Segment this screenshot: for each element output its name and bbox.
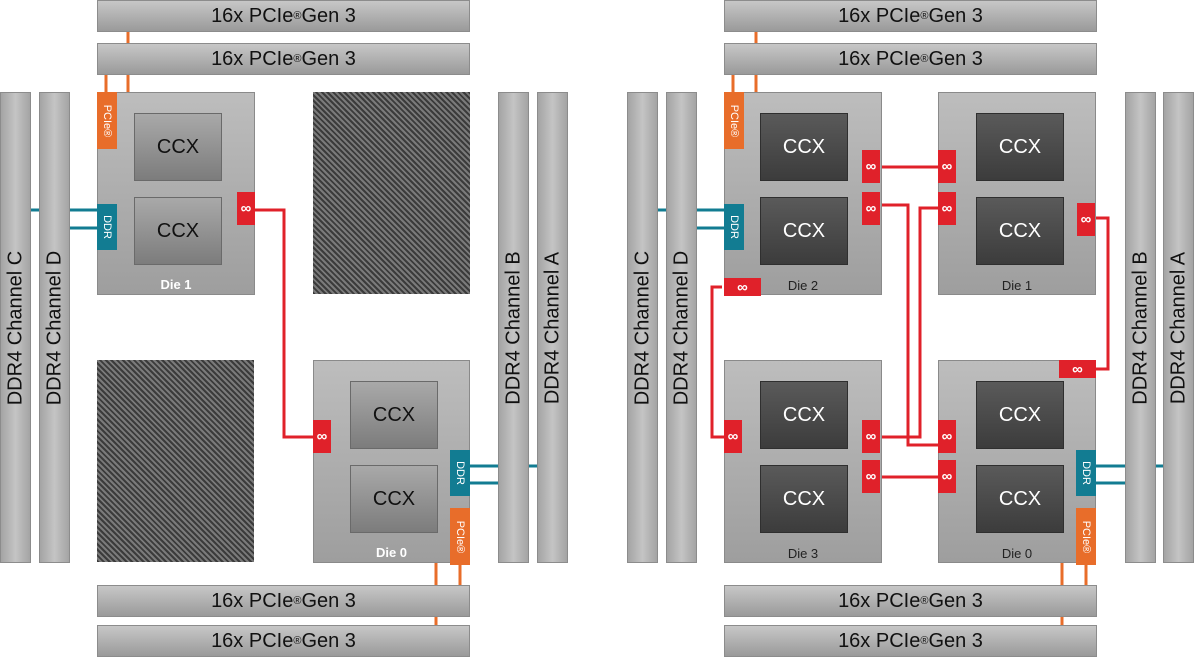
ddr-channel-c: DDR4 Channel C [0,92,31,563]
die-label: Die 1 [1001,278,1033,293]
pcie-bus-bar: 16x PCIe® Gen 3 [724,585,1097,617]
infinity-fabric-icon: ∞ [938,420,956,453]
pcie-bus-bar: 16x PCIe® Gen 3 [97,585,470,617]
die-label: Die 2 [787,278,819,293]
die-label: Die 0 [375,545,408,560]
pcie-bus-bar: 16x PCIe® Gen 3 [97,625,470,657]
infinity-fabric-icon: ∞ [862,192,880,225]
ddr-channel-b: DDR4 Channel B [498,92,529,563]
ccx-block: CCX [760,465,848,533]
pcie-controller: PCIe® [1076,508,1096,565]
ccx-block: CCX [760,381,848,449]
pcie-bus-bar: 16x PCIe® Gen 3 [724,625,1097,657]
infinity-fabric-link [710,285,726,439]
pcie-controller: PCIe® [97,92,117,149]
ccx-block: CCX [760,197,848,265]
infinity-fabric-icon: ∞ [237,192,255,225]
infinity-fabric-icon: ∞ [313,420,331,453]
die-label: Die 1 [160,277,192,292]
infinity-fabric-link [880,203,940,447]
pcie-bus-bar: 16x PCIe® Gen 3 [97,0,470,32]
ddr-controller: DDR [1076,450,1096,496]
die-label: Die 0 [1001,546,1033,561]
ccx-block: CCX [134,197,222,265]
ccx-block: CCX [976,197,1064,265]
pcie-bus-bar: 16x PCIe® Gen 3 [724,0,1097,32]
infinity-fabric-icon: ∞ [938,192,956,225]
ddr-channel-d: DDR4 Channel D [39,92,70,563]
infinity-fabric-icon: ∞ [1059,360,1096,378]
ddr-channel-a: DDR4 Channel A [1163,92,1194,563]
infinity-fabric-icon: ∞ [938,460,956,493]
infinity-fabric-icon: ∞ [862,150,880,183]
ddr-channel-a: DDR4 Channel A [537,92,568,563]
ddr-controller: DDR [724,204,744,250]
ccx-block: CCX [350,465,438,533]
infinity-fabric-icon: ∞ [1077,203,1095,236]
ccx-block: CCX [976,465,1064,533]
ddr-channel-b: DDR4 Channel B [1125,92,1156,563]
ddr-channel-d: DDR4 Channel D [666,92,697,563]
pcie-bus-bar: 16x PCIe® Gen 3 [724,43,1097,75]
infinity-fabric-icon: ∞ [938,150,956,183]
infinity-fabric-icon: ∞ [724,278,761,296]
ccx-block: CCX [976,113,1064,181]
ddr-controller: DDR [97,204,117,250]
empty-die-slot [97,360,254,562]
infinity-fabric-link [880,206,940,439]
infinity-fabric-link [1094,216,1110,371]
infinity-fabric-link [254,208,314,439]
ccx-block: CCX [976,381,1064,449]
empty-die-slot [313,92,470,294]
ccx-block: CCX [350,381,438,449]
infinity-fabric-icon: ∞ [724,420,742,453]
infinity-fabric-icon: ∞ [862,420,880,453]
ccx-block: CCX [134,113,222,181]
ccx-block: CCX [760,113,848,181]
pcie-bus-bar: 16x PCIe® Gen 3 [97,43,470,75]
pcie-controller: PCIe® [450,508,470,565]
infinity-fabric-icon: ∞ [862,460,880,493]
ddr-controller: DDR [450,450,470,496]
die-label: Die 3 [787,546,819,561]
ddr-channel-c: DDR4 Channel C [627,92,658,563]
pcie-controller: PCIe® [724,92,744,149]
